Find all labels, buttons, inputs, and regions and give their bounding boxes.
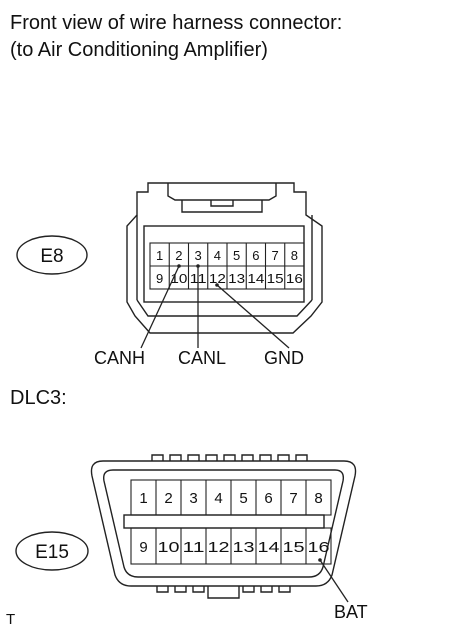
dlc3-pin-8: 8 bbox=[314, 490, 322, 507]
e8-pin-15: 15 bbox=[267, 271, 284, 286]
e8-pin-7: 7 bbox=[271, 248, 278, 263]
dlc3-pin-numbers: 1 2 3 4 5 6 7 8 9 10 11 12 13 14 15 16 bbox=[139, 490, 329, 556]
e8-pin-grid bbox=[149, 242, 305, 290]
dlc3-pin-10: 10 bbox=[158, 539, 180, 556]
canh-leader bbox=[140, 265, 180, 349]
dlc3-pin-5: 5 bbox=[239, 490, 247, 507]
e8-pin-6: 6 bbox=[252, 248, 259, 263]
corner-mark: T bbox=[6, 611, 16, 628]
e8-pin-4: 4 bbox=[214, 248, 221, 263]
dlc3-connector bbox=[90, 454, 357, 599]
e8-pin-3: 3 bbox=[194, 248, 201, 263]
e8-pin-13: 13 bbox=[228, 271, 245, 286]
e8-id-ellipse bbox=[16, 235, 88, 275]
e8-pin-16: 16 bbox=[286, 271, 303, 286]
canh-pin-dot bbox=[177, 264, 181, 268]
canl-pin-dot bbox=[196, 264, 200, 268]
bat-pin-dot bbox=[318, 558, 322, 562]
bat-leader bbox=[319, 559, 349, 603]
e8-leader-lines bbox=[140, 265, 290, 349]
e15-id: E15 bbox=[35, 542, 69, 563]
title-line-1: Front view of wire harness connector: bbox=[10, 12, 343, 34]
e8-pin-8: 8 bbox=[291, 248, 298, 263]
dlc3-pin-grid bbox=[130, 479, 332, 565]
dlc3-pin-3: 3 bbox=[189, 490, 197, 507]
e8-pin-9: 9 bbox=[156, 271, 163, 286]
dlc3-pin-16: 16 bbox=[308, 539, 330, 556]
bat-label: BAT bbox=[334, 602, 368, 622]
gnd-leader bbox=[216, 284, 290, 349]
title-line-2: (to Air Conditioning Amplifier) bbox=[10, 39, 268, 61]
dlc3-pin-12: 12 bbox=[208, 539, 230, 556]
gnd-label: GND bbox=[264, 348, 304, 368]
dlc3-pin-2: 2 bbox=[164, 490, 172, 507]
gnd-pin-dot bbox=[215, 283, 219, 287]
e8-pin-5: 5 bbox=[233, 248, 240, 263]
canl-label: CANL bbox=[178, 348, 227, 368]
dlc3-pin-9: 9 bbox=[139, 539, 147, 556]
dlc3-pin-1: 1 bbox=[139, 490, 147, 507]
dlc3-pin-15: 15 bbox=[283, 539, 305, 556]
e8-pin-12: 12 bbox=[209, 271, 226, 286]
dlc3-pin-6: 6 bbox=[264, 490, 272, 507]
e8-pin-1: 1 bbox=[156, 248, 163, 263]
dlc3-pin-4: 4 bbox=[214, 490, 222, 507]
dlc3-pin-13: 13 bbox=[233, 539, 255, 556]
dlc3-pin-11: 11 bbox=[183, 539, 205, 556]
e15-id-ellipse bbox=[15, 531, 89, 571]
dlc3-section-label: DLC3: bbox=[10, 387, 67, 409]
dlc3-pin-7: 7 bbox=[289, 490, 297, 507]
canh-label: CANH bbox=[94, 348, 146, 368]
dlc3-pin-14: 14 bbox=[258, 539, 280, 556]
e8-pin-2: 2 bbox=[175, 248, 182, 263]
e8-id: E8 bbox=[40, 246, 63, 267]
e8-pin-14: 14 bbox=[247, 271, 264, 286]
